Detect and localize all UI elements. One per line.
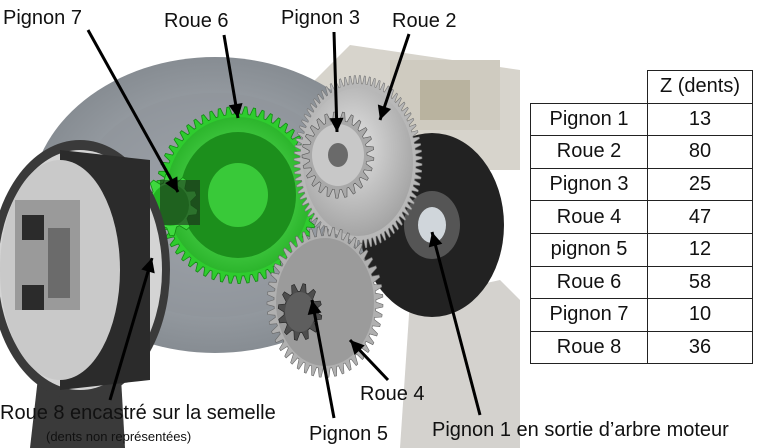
arrow-pignon-7	[86, 29, 180, 193]
label-roue-2: Roue 2	[392, 10, 457, 32]
arrow-pignon-1	[428, 231, 482, 416]
table-cell-name: pignon 5	[530, 232, 648, 267]
table-cell-z: 58	[647, 265, 753, 300]
table-cell-name: Roue 8	[530, 330, 648, 365]
label-pignon-7: Pignon 7	[3, 7, 82, 29]
label-roue-6: Roue 6	[164, 10, 229, 32]
table-cell-z: 10	[647, 298, 753, 332]
label-roue-4: Roue 4	[360, 383, 425, 405]
table-cell-z: 25	[647, 167, 753, 202]
table-cell-name: Pignon 1	[530, 102, 648, 137]
arrow-roue-4	[348, 338, 390, 382]
table-cell-z: 47	[647, 200, 753, 234]
pignon-5-gear	[277, 283, 323, 341]
table-cell-z: 12	[647, 232, 753, 267]
label-arrows	[86, 29, 482, 419]
table-header-row: Z (dents)	[531, 70, 753, 104]
label-pignon-3: Pignon 3	[281, 7, 360, 29]
label-roue-8: Roue 8 encastré sur la semelle	[0, 402, 276, 424]
arrow-pignon-3	[329, 31, 344, 133]
roue-8-housing	[0, 140, 170, 400]
roue-6-gear	[155, 105, 321, 285]
arrow-roue-2	[377, 33, 411, 121]
label-pignon-5: Pignon 5	[309, 423, 388, 445]
arrow-pignon-5	[307, 299, 336, 419]
table-cell-name: Pignon 7	[530, 298, 648, 332]
table-cell-z: 80	[647, 135, 753, 169]
table-cell-name: Pignon 3	[530, 167, 648, 202]
table-header-empty	[531, 71, 648, 104]
gears-group	[141, 75, 423, 378]
label-pignon-1: Pignon 1 en sortie d’arbre moteur	[432, 419, 729, 441]
arrow-roue-8	[108, 257, 155, 401]
table-cell-z: 36	[647, 330, 753, 365]
table-cell-name: Roue 6	[530, 265, 648, 300]
table-cell-z: 13	[647, 102, 753, 137]
table-cell-name: Roue 2	[530, 135, 648, 169]
label-roue-8-note: (dents non représentées)	[46, 429, 192, 444]
arrow-roue-6	[222, 34, 243, 119]
table-header-z: Z (dents)	[647, 70, 753, 104]
table-cell-name: Roue 4	[530, 200, 648, 234]
pignon-3-gear	[301, 111, 375, 199]
